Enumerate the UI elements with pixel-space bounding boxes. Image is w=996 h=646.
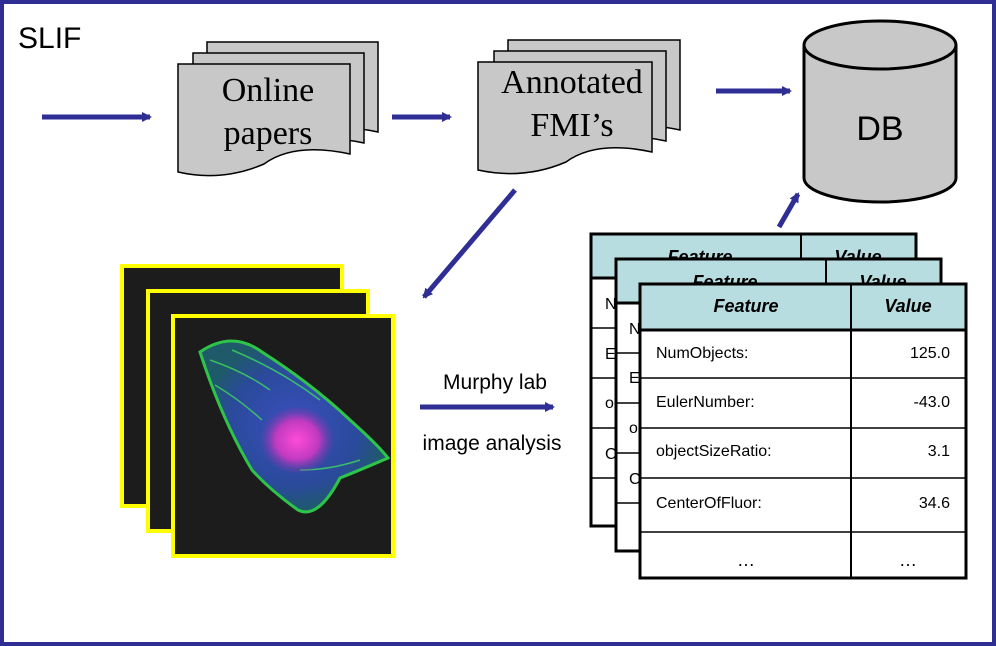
fmi-to-images-arrow [422,188,517,299]
middle-table-row-initial: N [629,321,641,338]
middle-table-row-initial: o [629,420,638,437]
process-label-line1: Murphy lab [443,371,547,394]
table-header-value: Value [884,296,931,316]
back-table-row-initial: C [605,446,617,463]
cell-image [198,339,391,514]
middle-table-row-initial: C [629,471,641,488]
table-cell-value: … [899,550,917,570]
table-cell-feature: NumObjects: [656,345,748,362]
process-label-line2: image analysis [423,432,562,455]
table-header-feature: Feature [713,296,778,316]
table-cell-feature: … [737,550,755,570]
annotated-fmis-node: Annotated FMI’s [477,39,681,175]
back-table-row-initial: N [605,296,617,313]
tables-to-db-arrow [776,192,801,229]
table-cell-value: -43.0 [914,394,951,411]
feature-table-front: Feature Value NumObjects: 125.0 EulerNum… [638,282,968,580]
table-cell-feature: CenterOfFluor: [656,495,762,512]
table-cell-feature: EulerNumber: [656,394,755,411]
table-cell-feature: objectSizeRatio: [656,443,772,460]
db-label: DB [856,110,903,148]
table-cell-value: 34.6 [919,495,950,512]
online-papers-label-line2: papers [224,115,313,152]
diagram-title: SLIF [18,22,81,55]
annotated-fmis-label-line1: Annotated [501,64,643,101]
back-table-row-initial: E [605,346,616,363]
online-papers-label-line1: Online [222,72,315,109]
table-cell-value: 125.0 [910,345,950,362]
online-papers-node: Online papers [177,41,379,177]
annotated-fmis-label-line2: FMI’s [530,107,613,144]
table-cell-value: 3.1 [928,443,950,460]
back-table-row-initial: o [605,395,614,412]
middle-table-row-initial: E [629,370,640,387]
db-node: DB [802,19,958,204]
fluorescence-image-stack [120,264,395,558]
feature-tables: Feature Value N E o C Feature Value N E … [589,232,968,580]
